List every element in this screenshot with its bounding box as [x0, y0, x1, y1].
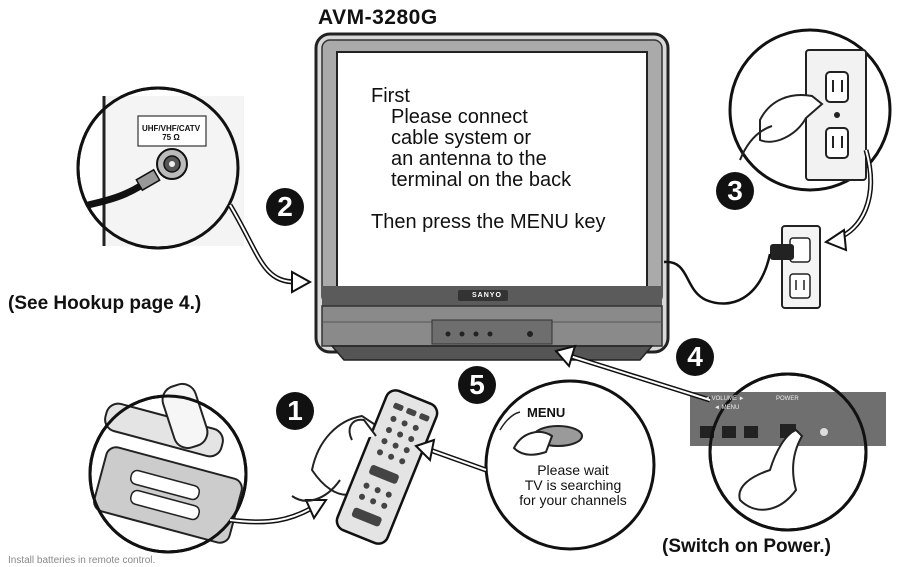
tv-set [314, 32, 670, 361]
searching-line: Please wait [537, 462, 609, 478]
hookup-caption: (See Hookup page 4.) [8, 293, 202, 314]
terminal-label-line: 75 Ω [162, 133, 180, 142]
power-cord [663, 253, 772, 305]
step-badge-3: 3 [716, 172, 754, 210]
screen-line: cable system or [391, 127, 532, 149]
searching-line: for your channels [519, 492, 627, 508]
tv-model-label: AVM-3280G [318, 6, 438, 29]
power-panel-label: POWER [776, 396, 799, 402]
wall-outlet [663, 225, 821, 309]
terminal-label: UHF/VHF/CATV 75 Ω [141, 124, 201, 142]
screen-line: an antenna to the [391, 148, 547, 170]
step-badge-2: 2 [266, 188, 304, 226]
step-badge-1: 1 [276, 392, 314, 430]
step-badge-4: 4 [676, 338, 714, 376]
screen-line: First [371, 85, 410, 107]
screen-line: terminal on the back [391, 169, 572, 191]
searching-message: Please wait TV is searching for your cha… [503, 463, 643, 508]
remote-control [291, 389, 439, 545]
battery-caption: Install batteries in remote control. [8, 555, 156, 566]
volume-label: ◄ VOLUME ► [704, 396, 745, 402]
antenna-terminal-callout [76, 86, 313, 294]
battery-install-callout [88, 382, 328, 554]
menu-panel-label: ◄ MENU [714, 405, 740, 411]
menu-button-label: MENU [527, 405, 566, 420]
menu-button-callout [414, 379, 656, 551]
screen-line: Then press the MENU key [371, 211, 606, 233]
terminal-label-line: UHF/VHF/CATV [141, 124, 201, 133]
screen-line: Please connect [391, 106, 528, 128]
power-caption: (Switch on Power.) [662, 536, 831, 557]
tv-brand-logo: SANYO [472, 292, 502, 299]
front-panel-callout [554, 344, 886, 532]
step-badge-5: 5 [458, 366, 496, 404]
tv-screen-message: First Please connect cable system or an … [371, 86, 606, 233]
searching-line: TV is searching [524, 477, 622, 493]
power-plug-callout [728, 28, 892, 252]
